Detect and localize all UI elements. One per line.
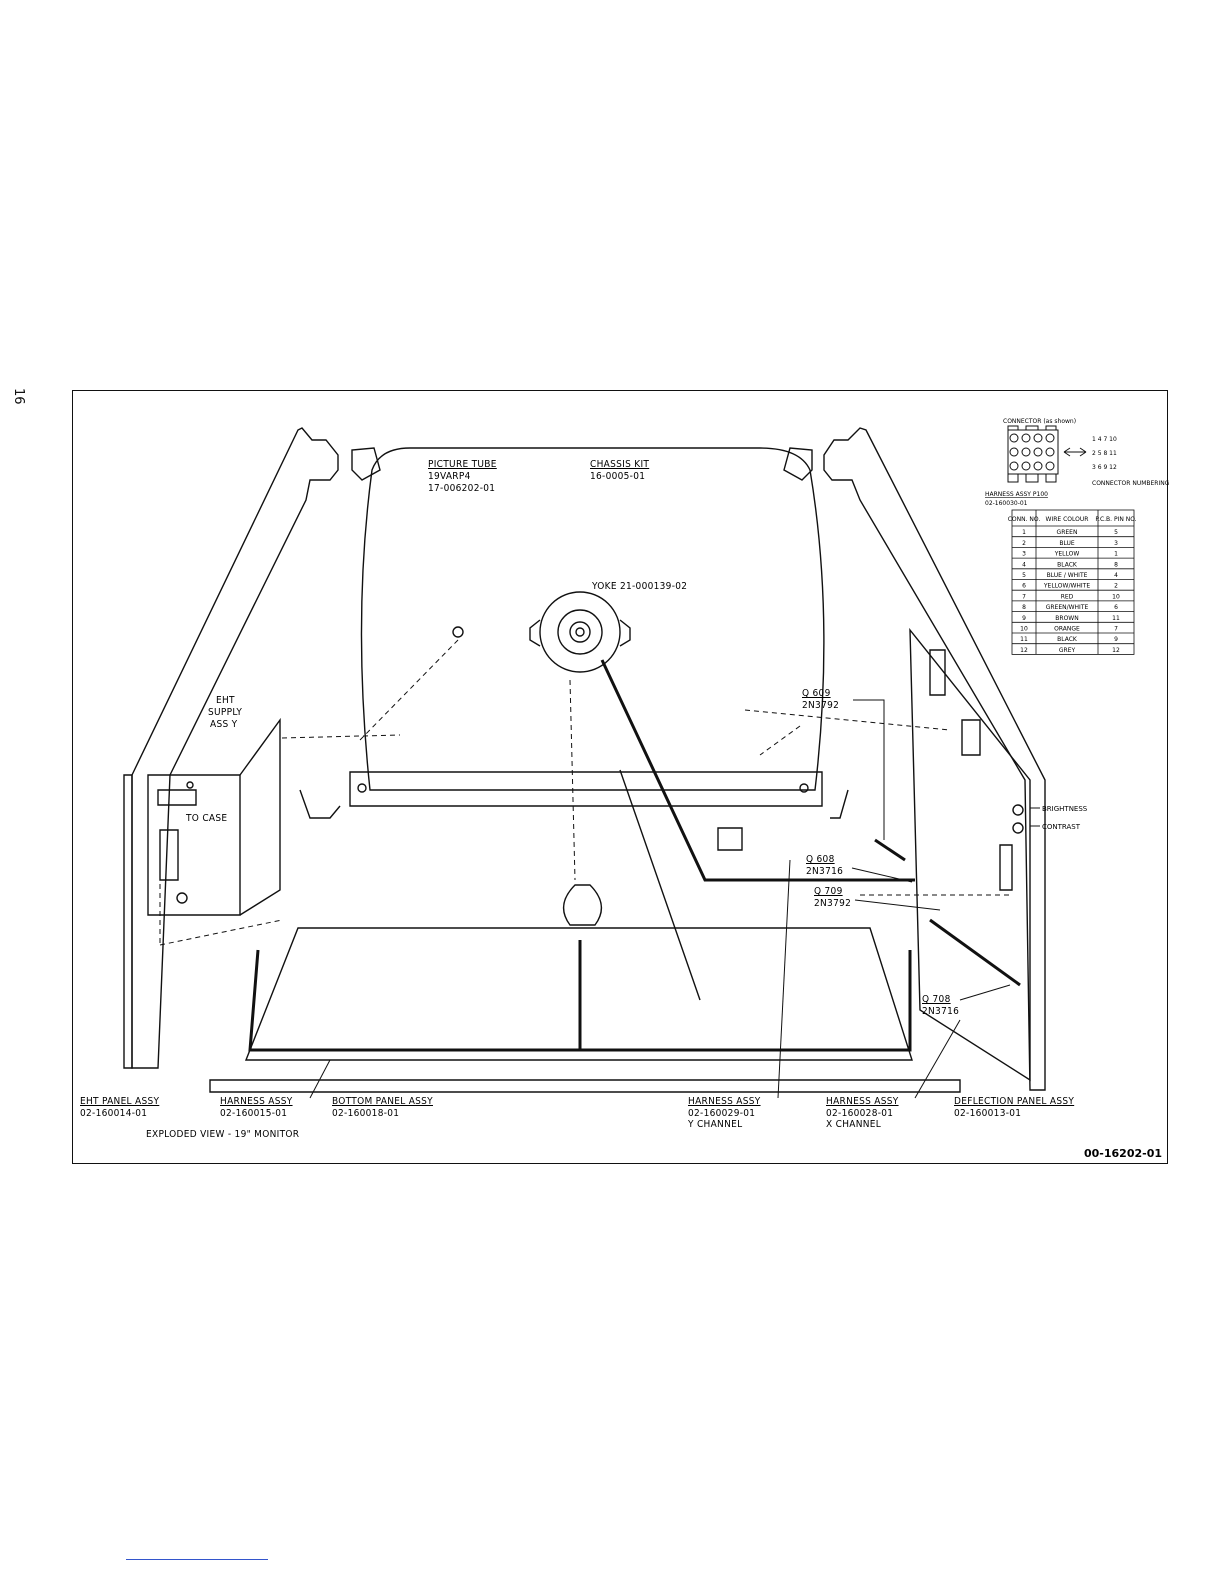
table-cell: 11 <box>1020 636 1028 643</box>
table-cell: 10 <box>1112 593 1120 600</box>
q608-type: 2N3716 <box>806 866 843 877</box>
conn-numbering-row1: 1 4 7 10 <box>1092 436 1117 443</box>
left-side-panel <box>131 427 339 1069</box>
harness-x-part: 02-160028-01 <box>826 1108 893 1119</box>
deflection-panel <box>909 627 1031 1082</box>
conn-numbering-row3: 3 6 9 12 <box>1092 464 1117 471</box>
table-cell: 7 <box>1114 626 1118 633</box>
table-cell: ORANGE <box>1054 626 1080 633</box>
harness-y-part: 02-160029-01 <box>688 1108 755 1119</box>
table-cell: GREY <box>1059 647 1076 654</box>
q708-ref: Q 708 <box>922 994 951 1005</box>
harness-p100-part: 02-160030-01 <box>985 500 1028 507</box>
q709-type: 2N3792 <box>814 898 851 909</box>
q709-ref: Q 709 <box>814 886 843 897</box>
table-cell: 7 <box>1022 593 1026 600</box>
table-header-0: CONN. NO. <box>1008 516 1041 523</box>
table-cell: BLUE <box>1059 540 1075 547</box>
harness-y-sub: Y CHANNEL <box>687 1119 742 1130</box>
q609-type: 2N3792 <box>802 700 839 711</box>
right-side-panel <box>823 427 1046 1091</box>
table-cell: 4 <box>1022 561 1026 568</box>
bottom-panel <box>209 1079 961 1093</box>
table-cell: BLUE / WHITE <box>1047 572 1088 579</box>
table-cell: 8 <box>1022 604 1026 611</box>
eht-supply-line3: ASS Y <box>210 719 238 730</box>
table-cell: 9 <box>1022 615 1026 622</box>
chassis-crossbar <box>349 771 823 807</box>
table-cell: RED <box>1061 593 1074 600</box>
harness-y-title: HARNESS ASSY <box>688 1096 761 1107</box>
to-case-label: TO CASE <box>185 813 227 824</box>
table-header-1: WIRE COLOUR <box>1046 516 1089 523</box>
table-cell: 3 <box>1114 540 1118 547</box>
table-cell: 5 <box>1022 572 1026 579</box>
yoke <box>539 591 621 673</box>
table-cell: 5 <box>1114 529 1118 536</box>
figure-caption: EXPLODED VIEW - 19" MONITOR <box>146 1129 299 1140</box>
deflection-panel-part: 02-160013-01 <box>954 1108 1021 1119</box>
table-cell: GREEN/WHITE <box>1046 604 1089 611</box>
harness-p100-title: HARNESS ASSY P100 <box>985 491 1048 498</box>
table-cell: BLACK <box>1057 636 1078 643</box>
deflection-panel-title: DEFLECTION PANEL ASSY <box>954 1096 1074 1107</box>
bottom-panel-title: BOTTOM PANEL ASSY <box>332 1096 433 1107</box>
table-cell: 2 <box>1114 583 1118 590</box>
table-cell: YELLOW <box>1054 551 1080 558</box>
table-cell: YELLOW/WHITE <box>1043 583 1090 590</box>
eht-supply-line1: EHT <box>216 695 235 706</box>
harness-x-sub: X CHANNEL <box>826 1119 881 1130</box>
connector-diagram: CONNECTOR (as shown) 1 4 7 10 2 5 8 11 3… <box>985 418 1170 507</box>
brightness-label: BRIGHTNESS <box>1042 805 1088 813</box>
table-cell: 12 <box>1112 647 1120 654</box>
harness-x-title: HARNESS ASSY <box>826 1096 899 1107</box>
footer-link-underline <box>126 1559 268 1560</box>
harness-a-title: HARNESS ASSY <box>220 1096 293 1107</box>
table-cell: 8 <box>1114 561 1118 568</box>
table-cell: 6 <box>1114 604 1118 611</box>
connector-title: CONNECTOR (as shown) <box>1003 418 1076 425</box>
table-cell: 1 <box>1114 551 1118 558</box>
eht-supply-line2: SUPPLY <box>208 707 242 718</box>
contrast-label: CONTRAST <box>1042 823 1081 831</box>
conn-numbering-row2: 2 5 8 11 <box>1092 450 1117 457</box>
table-cell: 3 <box>1022 551 1026 558</box>
table-cell: 11 <box>1112 615 1120 622</box>
harness-a-part: 02-160015-01 <box>220 1108 287 1119</box>
tube-line1: 19VARP4 <box>428 471 471 482</box>
chassis-title: CHASSIS KIT <box>590 459 649 470</box>
picture-tube <box>360 447 825 791</box>
q609-ref: Q 609 <box>802 688 831 699</box>
bottom-panel-part: 02-160018-01 <box>332 1108 399 1119</box>
tube-line2: 17-006202-01 <box>428 483 495 494</box>
table-cell: 9 <box>1114 636 1118 643</box>
table-cell: 4 <box>1114 572 1118 579</box>
table-header-2: P.C.B. PIN NO. <box>1095 516 1136 523</box>
table-cell: 10 <box>1020 626 1028 633</box>
table-cell: 2 <box>1022 540 1026 547</box>
table-cell: 1 <box>1022 529 1026 536</box>
yoke-label: YOKE 21-000139-02 <box>591 581 687 592</box>
table-cell: 6 <box>1022 583 1026 590</box>
q608-ref: Q 608 <box>806 854 835 865</box>
q708-type: 2N3716 <box>922 1006 959 1017</box>
eht-panel-part: 02-160014-01 <box>80 1108 147 1119</box>
figure-frame <box>72 390 1168 1164</box>
table-cell: GREEN <box>1057 529 1078 536</box>
table-cell: BLACK <box>1057 561 1078 568</box>
eht-panel-title: EHT PANEL ASSY <box>80 1096 159 1107</box>
tube-title: PICTURE TUBE <box>428 459 497 470</box>
chassis-line1: 16-0005-01 <box>590 471 645 482</box>
table-cell: 12 <box>1020 647 1028 654</box>
conn-numbering-label: CONNECTOR NUMBERING <box>1092 480 1170 487</box>
figure-id: 00-16202-01 <box>1084 1147 1162 1160</box>
table-cell: BROWN <box>1055 615 1078 622</box>
